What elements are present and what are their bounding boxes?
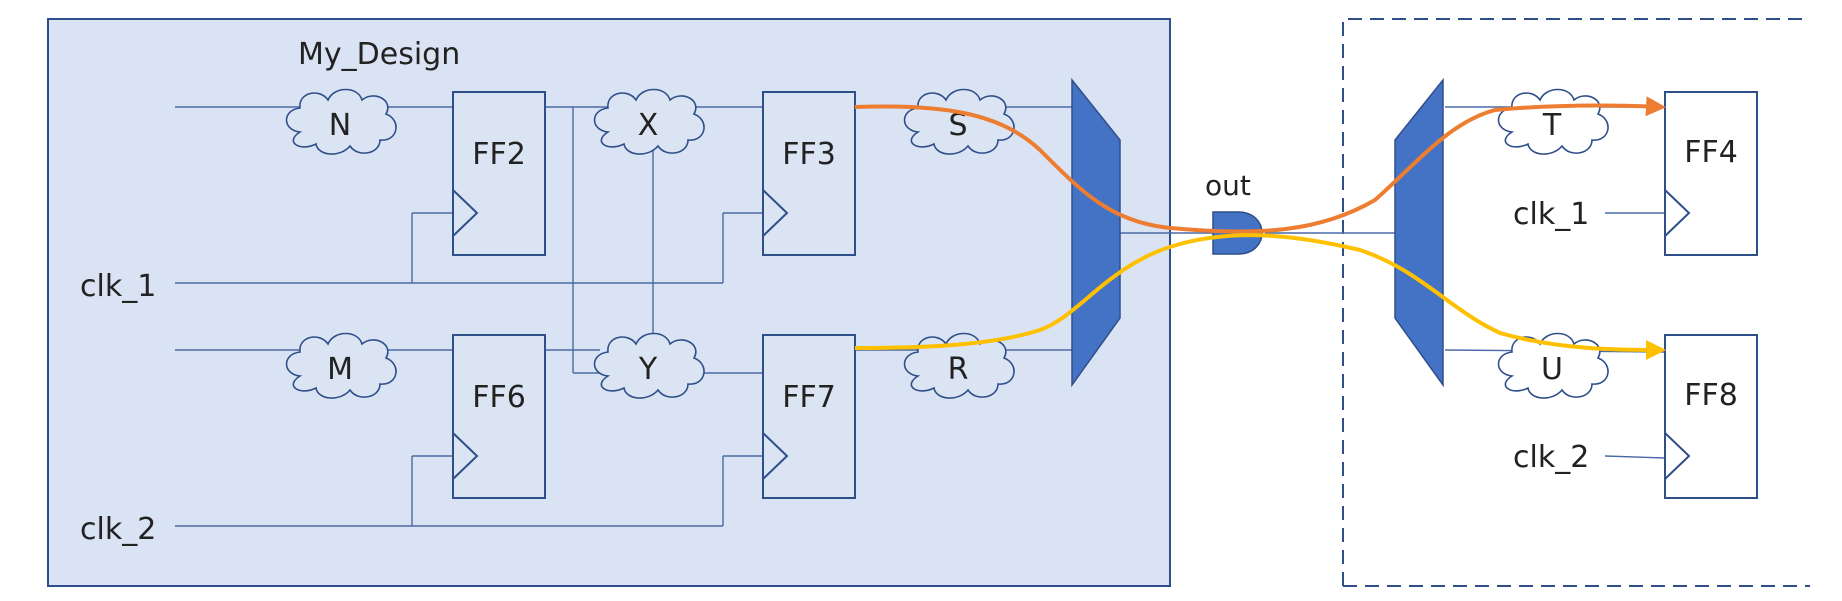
cloud-n-label: N: [329, 108, 351, 143]
ff2-label: FF2: [472, 137, 526, 172]
ff8-flop: FF8: [1664, 334, 1758, 499]
ext-clk1-label: clk_1: [1513, 197, 1589, 232]
cloud-x: X: [593, 88, 705, 155]
yellow-timing-path: [854, 233, 1666, 360]
external-wires: [1265, 106, 1666, 459]
external-input-mux: [1394, 77, 1444, 388]
cloud-n: N: [285, 88, 397, 155]
cloud-y-label: Y: [638, 352, 658, 387]
cloud-x-label: X: [638, 108, 659, 143]
ff8-label: FF8: [1684, 378, 1738, 413]
cloud-u-label: U: [1541, 352, 1563, 387]
orange-timing-path: [854, 96, 1666, 234]
external-block-border: [1342, 18, 1810, 586]
cloud-s: S: [903, 88, 1015, 155]
cloud-m-label: M: [327, 352, 353, 387]
ff2-flop: FF2: [452, 91, 546, 256]
cloud-u: U: [1497, 332, 1609, 399]
design-output-mux: [1071, 77, 1121, 388]
cloud-t: T: [1497, 88, 1609, 155]
cloud-t-label: T: [1542, 108, 1562, 143]
cloud-y: Y: [593, 332, 705, 399]
ff3-label: FF3: [782, 137, 836, 172]
cloud-r: R: [903, 332, 1015, 399]
clk1-label: clk_1: [80, 269, 156, 304]
cloud-s-label: S: [948, 108, 967, 143]
cloud-r-label: R: [948, 352, 969, 387]
clk2-label: clk_2: [80, 512, 156, 547]
ff6-label: FF6: [472, 380, 526, 415]
ff4-flop: FF4: [1664, 91, 1758, 256]
ext-clk2-label: clk_2: [1513, 440, 1589, 475]
ff6-flop: FF6: [452, 334, 546, 499]
ff7-flop: FF7: [762, 334, 856, 499]
ff7-label: FF7: [782, 380, 836, 415]
out-port-label: out: [1205, 169, 1251, 202]
design-title: My_Design: [298, 37, 460, 72]
ff3-flop: FF3: [762, 91, 856, 256]
cloud-m: M: [285, 332, 397, 399]
ff4-label: FF4: [1684, 135, 1738, 170]
